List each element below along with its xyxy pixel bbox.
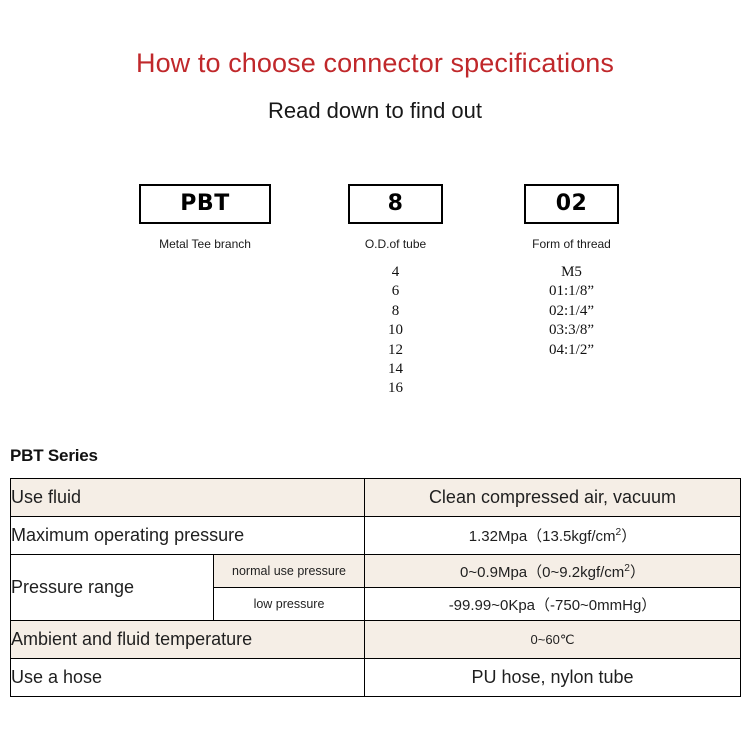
list-item: 4 — [391, 264, 400, 280]
cell-low-pressure-label: low pressure — [213, 587, 365, 621]
list-item: 14 — [388, 361, 403, 378]
table-row: Ambient and fluid temperature 0~60℃ — [10, 620, 741, 659]
cell-temperature-label: Ambient and fluid temperature — [10, 620, 365, 659]
code-box-series: PBT — [139, 184, 271, 224]
list-item: 02:1/4” — [549, 302, 594, 319]
code-option-list-thread: M5 01:1/8” 02:1/4” 03:3/8” 04:1/2” — [524, 263, 619, 360]
normal-use-kgf-open: （0~9.2kgf/cm — [527, 563, 625, 581]
table-row: Use a hose PU hose, nylon tube — [10, 658, 741, 697]
table-row: Use fluid Clean compressed air, vacuum — [10, 478, 741, 517]
max-pressure-kgf-close: ） — [621, 528, 637, 545]
code-box-thread-text: 02 — [555, 191, 588, 216]
code-column-thread: 02 Form of thread M5 01:1/8” 02:1/4” 03:… — [524, 184, 619, 360]
normal-use-exponent: 2 — [624, 562, 630, 574]
code-column-tube: 8 O.D.of tube 4 6 8 10 12 14 16 — [348, 184, 443, 399]
cell-hose-label: Use a hose — [10, 658, 365, 697]
max-pressure-mpa: 1.32Mpa — [468, 528, 528, 545]
spec-table-heading: PBT Series — [10, 446, 98, 465]
list-item: 16 — [388, 380, 403, 397]
code-column-series: PBT Metal Tee branch — [139, 184, 271, 251]
list-item: 10 — [388, 322, 403, 339]
code-option-list-tube: 4 6 8 10 12 14 16 — [348, 263, 443, 399]
list-item: 03:3/8” — [549, 322, 594, 339]
normal-use-kgf-close: ） — [629, 563, 645, 581]
cell-hose-value: PU hose, nylon tube — [364, 658, 741, 697]
code-breakdown-section: PBT Metal Tee branch 8 O.D.of tube 4 6 8… — [0, 184, 750, 424]
table-row: Pressure range normal use pressure 0~0.9… — [10, 554, 741, 621]
cell-normal-use-value: 0~0.9Mpa（0~9.2kgf/cm2） — [364, 554, 741, 588]
normal-use-mpa: 0~0.9Mpa — [460, 563, 528, 581]
page-title: How to choose connector specifications — [135, 48, 615, 78]
list-item: 8 — [391, 302, 400, 319]
code-box-tube: 8 — [348, 184, 443, 224]
cell-low-pressure-value: -99.99~0Kpa（-750~0mmHg） — [364, 587, 741, 621]
list-item: M5 — [561, 264, 582, 280]
cell-max-pressure-label: Maximum operating pressure — [10, 516, 365, 555]
cell-use-fluid-label: Use fluid — [10, 478, 365, 517]
code-box-series-text: PBT — [180, 191, 230, 216]
table-row: Maximum operating pressure 1.32Mpa（13.5k… — [10, 516, 741, 555]
code-caption-series: Metal Tee branch — [159, 237, 251, 251]
list-item: 6 — [391, 283, 400, 300]
list-item: 12 — [388, 341, 403, 358]
cell-max-pressure-value: 1.32Mpa（13.5kgf/cm2） — [364, 516, 741, 555]
spec-table: Use fluid Clean compressed air, vacuum M… — [10, 478, 741, 697]
code-caption-thread: Form of thread — [532, 237, 611, 251]
cell-temperature-value: 0~60℃ — [364, 620, 741, 659]
code-caption-tube: O.D.of tube — [364, 237, 427, 251]
code-box-tube-text: 8 — [387, 191, 404, 216]
max-pressure-exponent: 2 — [615, 527, 622, 538]
list-item: 04:1/2” — [549, 341, 594, 358]
code-box-thread: 02 — [524, 184, 619, 224]
list-item: 01:1/8” — [549, 283, 594, 300]
cell-pressure-range-label: Pressure range — [10, 554, 214, 621]
page-subtitle: Read down to find out — [267, 98, 483, 123]
max-pressure-kgf-open: （13.5kgf/cm — [527, 528, 616, 545]
cell-use-fluid-value: Clean compressed air, vacuum — [364, 478, 741, 517]
cell-normal-use-label: normal use pressure — [213, 554, 365, 588]
